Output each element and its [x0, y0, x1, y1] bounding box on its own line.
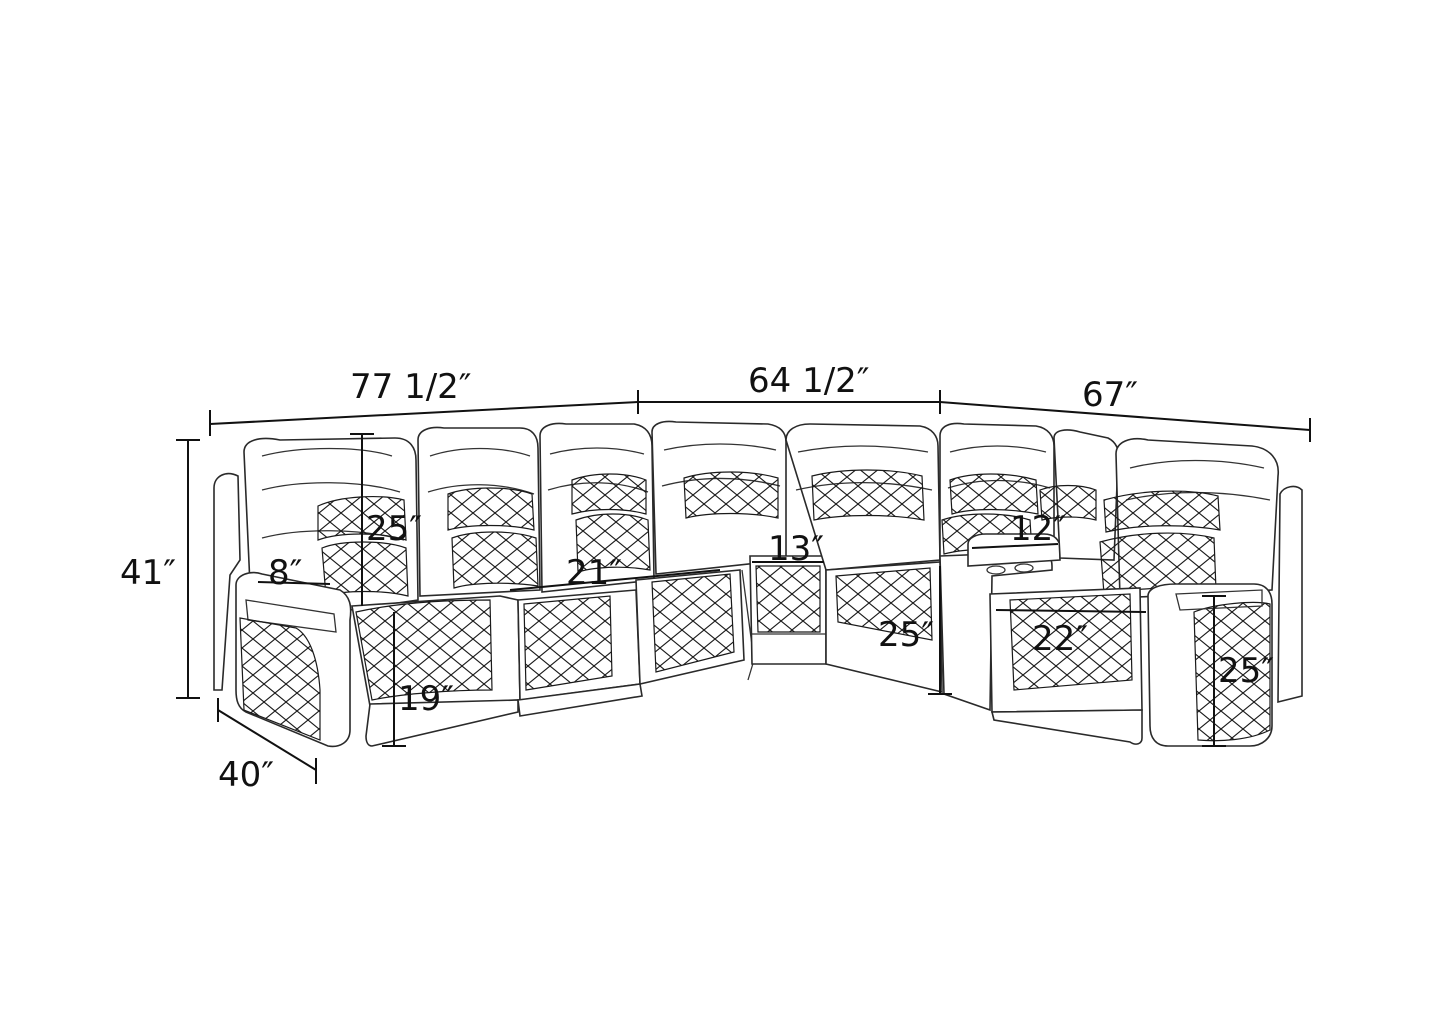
label-console-height: 25″ [878, 615, 934, 655]
seat-corner-left [651, 420, 787, 681]
corner-wedge [749, 555, 827, 665]
label-console-width: 12″ [1010, 509, 1066, 549]
console [939, 429, 1120, 712]
dimension-lines [176, 390, 1311, 784]
label-arm-height-right: 25″ [1218, 651, 1274, 691]
seat-corner-right [785, 423, 943, 694]
label-arm-width: 8″ [268, 553, 302, 593]
label-depth: 40″ [218, 755, 274, 795]
dimension-labels: 77 1/2″ 64 1/2″ 67″ 41″ 40″ 8″ 25″ 21″ 1… [120, 361, 1274, 795]
label-overall-height: 41″ [120, 553, 176, 593]
seat-left-middle [417, 426, 643, 717]
seat-left-inner [539, 422, 745, 685]
label-seat-height: 19″ [398, 679, 454, 719]
label-back-height: 25″ [366, 509, 422, 549]
label-top-right-width: 67″ [1082, 375, 1138, 415]
label-top-left-width: 77 1/2″ [350, 367, 472, 407]
seat-right-recliner [989, 438, 1303, 747]
left-outer-back [213, 472, 241, 691]
label-seat-width-right: 22″ [1032, 619, 1088, 659]
label-seat-width-left: 21″ [566, 553, 622, 593]
label-top-mid-width: 64 1/2″ [748, 361, 870, 401]
sofa-drawing [213, 420, 1303, 748]
label-corner-width: 13″ [768, 529, 824, 569]
